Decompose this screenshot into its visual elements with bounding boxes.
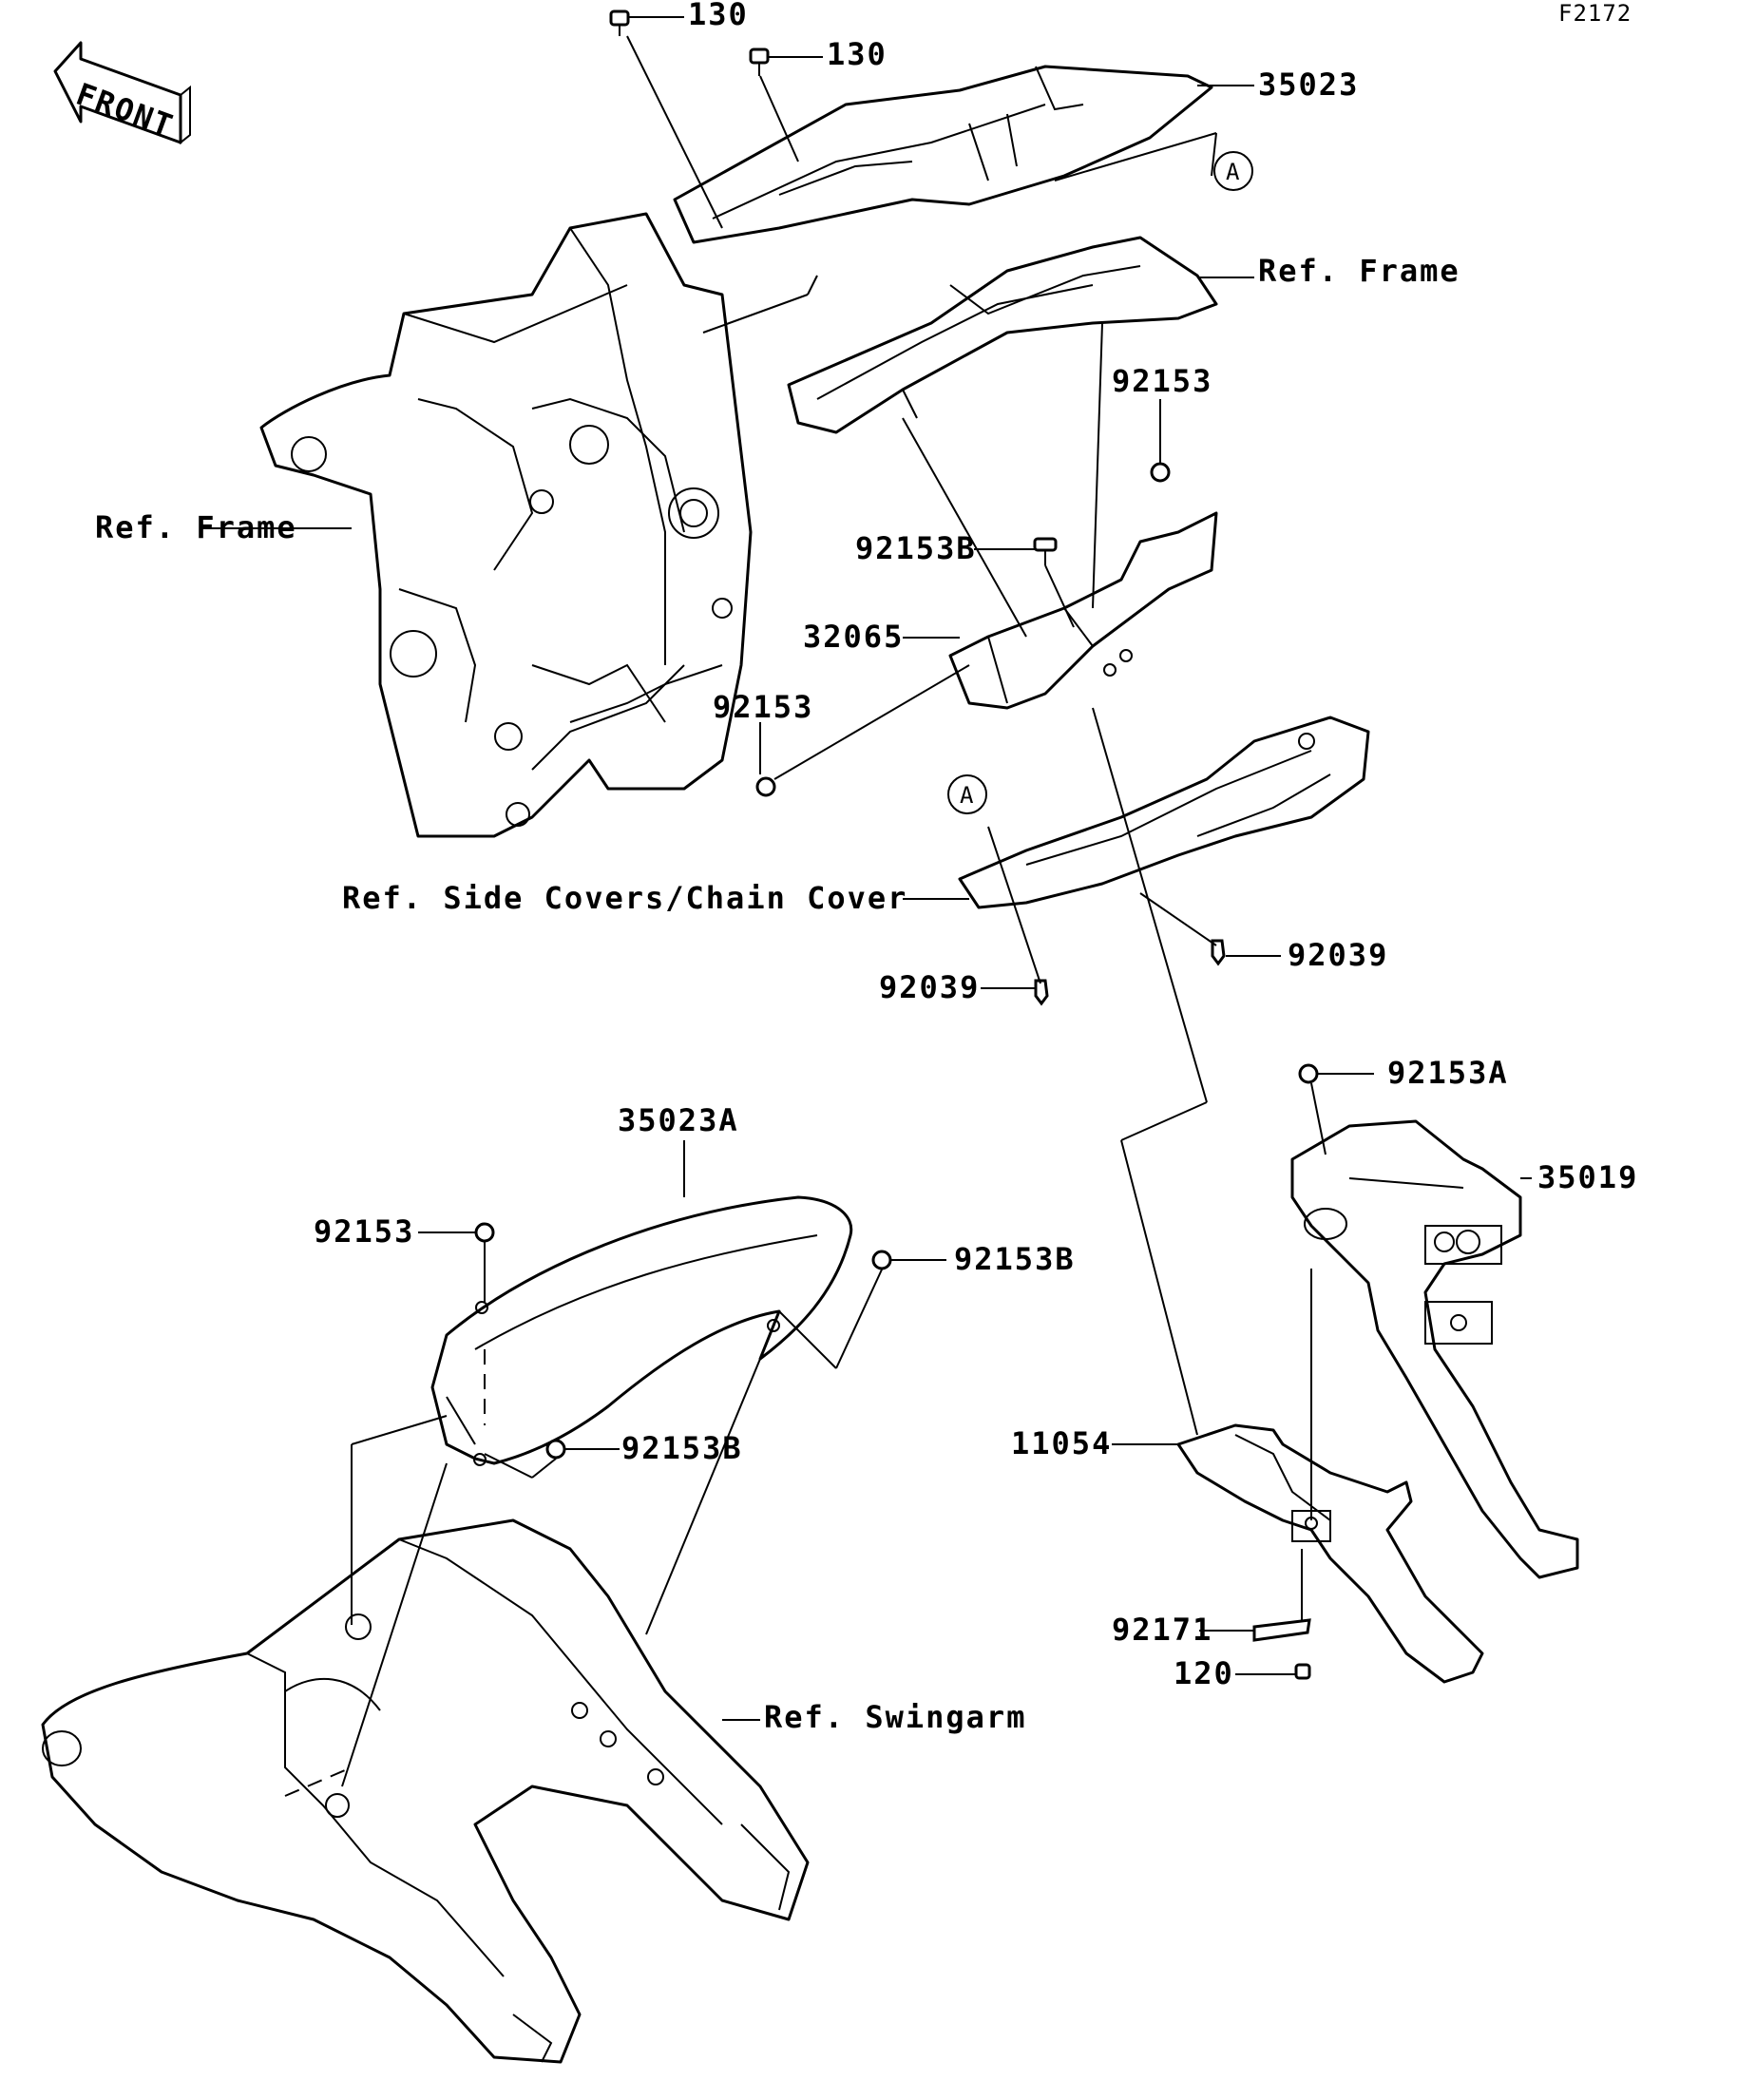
part-label-92153A: 92153A	[1387, 1055, 1509, 1091]
part-label-92153B: 92153B	[621, 1430, 743, 1466]
bolt-icon	[1294, 1663, 1311, 1680]
bolt-icon	[474, 1222, 495, 1243]
side-cover-drawing	[958, 716, 1370, 909]
main-frame-drawing	[259, 212, 753, 838]
reference-marker-a: A	[947, 774, 987, 814]
bolt-icon	[1298, 1063, 1319, 1084]
ref-swingarm-label: Ref. Swingarm	[764, 1699, 1026, 1735]
bolt-icon	[749, 48, 770, 76]
bracket-32065	[948, 511, 1218, 710]
part-label-35023: 35023	[1258, 67, 1359, 103]
ref-frame-label: Ref. Frame	[95, 509, 297, 545]
washer-icon	[1252, 1618, 1311, 1642]
part-label-92171: 92171	[1112, 1612, 1212, 1648]
part-label-35019: 35019	[1537, 1159, 1638, 1195]
bracket-11054	[1176, 1423, 1484, 1684]
rear-frame-drawing	[787, 236, 1218, 434]
part-label-92039: 92039	[879, 969, 980, 1005]
bolt-icon	[755, 776, 776, 797]
bolt-icon	[871, 1250, 892, 1270]
leader-lines	[200, 16, 1532, 1797]
bolt-icon	[609, 10, 630, 36]
part-label-92153: 92153	[314, 1213, 414, 1250]
part-label-92153: 92153	[1112, 363, 1212, 399]
reference-marker-a: A	[1213, 151, 1253, 191]
bolt-icon	[1033, 537, 1058, 565]
part-label-92153: 92153	[713, 689, 813, 725]
part-label-130: 130	[827, 36, 888, 72]
ref-side-covers-label: Ref. Side Covers/Chain Cover	[342, 880, 907, 916]
front-arrow-icon: FRONT	[53, 41, 191, 145]
diagram-code: F2172	[1558, 0, 1632, 27]
bolt-icon	[1034, 979, 1049, 1006]
part-label-35023A: 35023A	[618, 1102, 739, 1138]
part-label-32065: 32065	[803, 619, 904, 655]
part-label-11054: 11054	[1011, 1425, 1112, 1461]
part-label-120: 120	[1174, 1655, 1234, 1691]
part-label-92039: 92039	[1288, 937, 1388, 973]
part-label-92153B: 92153B	[954, 1241, 1076, 1277]
ref-frame-label: Ref. Frame	[1258, 253, 1460, 289]
rear-fender-35023A	[430, 1195, 853, 1466]
bolt-icon	[1150, 462, 1171, 483]
part-label-130: 130	[688, 0, 749, 32]
swingarm-drawing	[41, 1518, 810, 2064]
tail-light-mount-35019	[1290, 1119, 1579, 1579]
part-label-92153B: 92153B	[855, 530, 977, 566]
bolt-icon	[1211, 939, 1226, 966]
rear-fender-front-35023	[673, 65, 1213, 244]
svg-text:A: A	[1226, 159, 1240, 185]
bolt-icon	[545, 1439, 566, 1460]
svg-text:A: A	[960, 782, 974, 809]
